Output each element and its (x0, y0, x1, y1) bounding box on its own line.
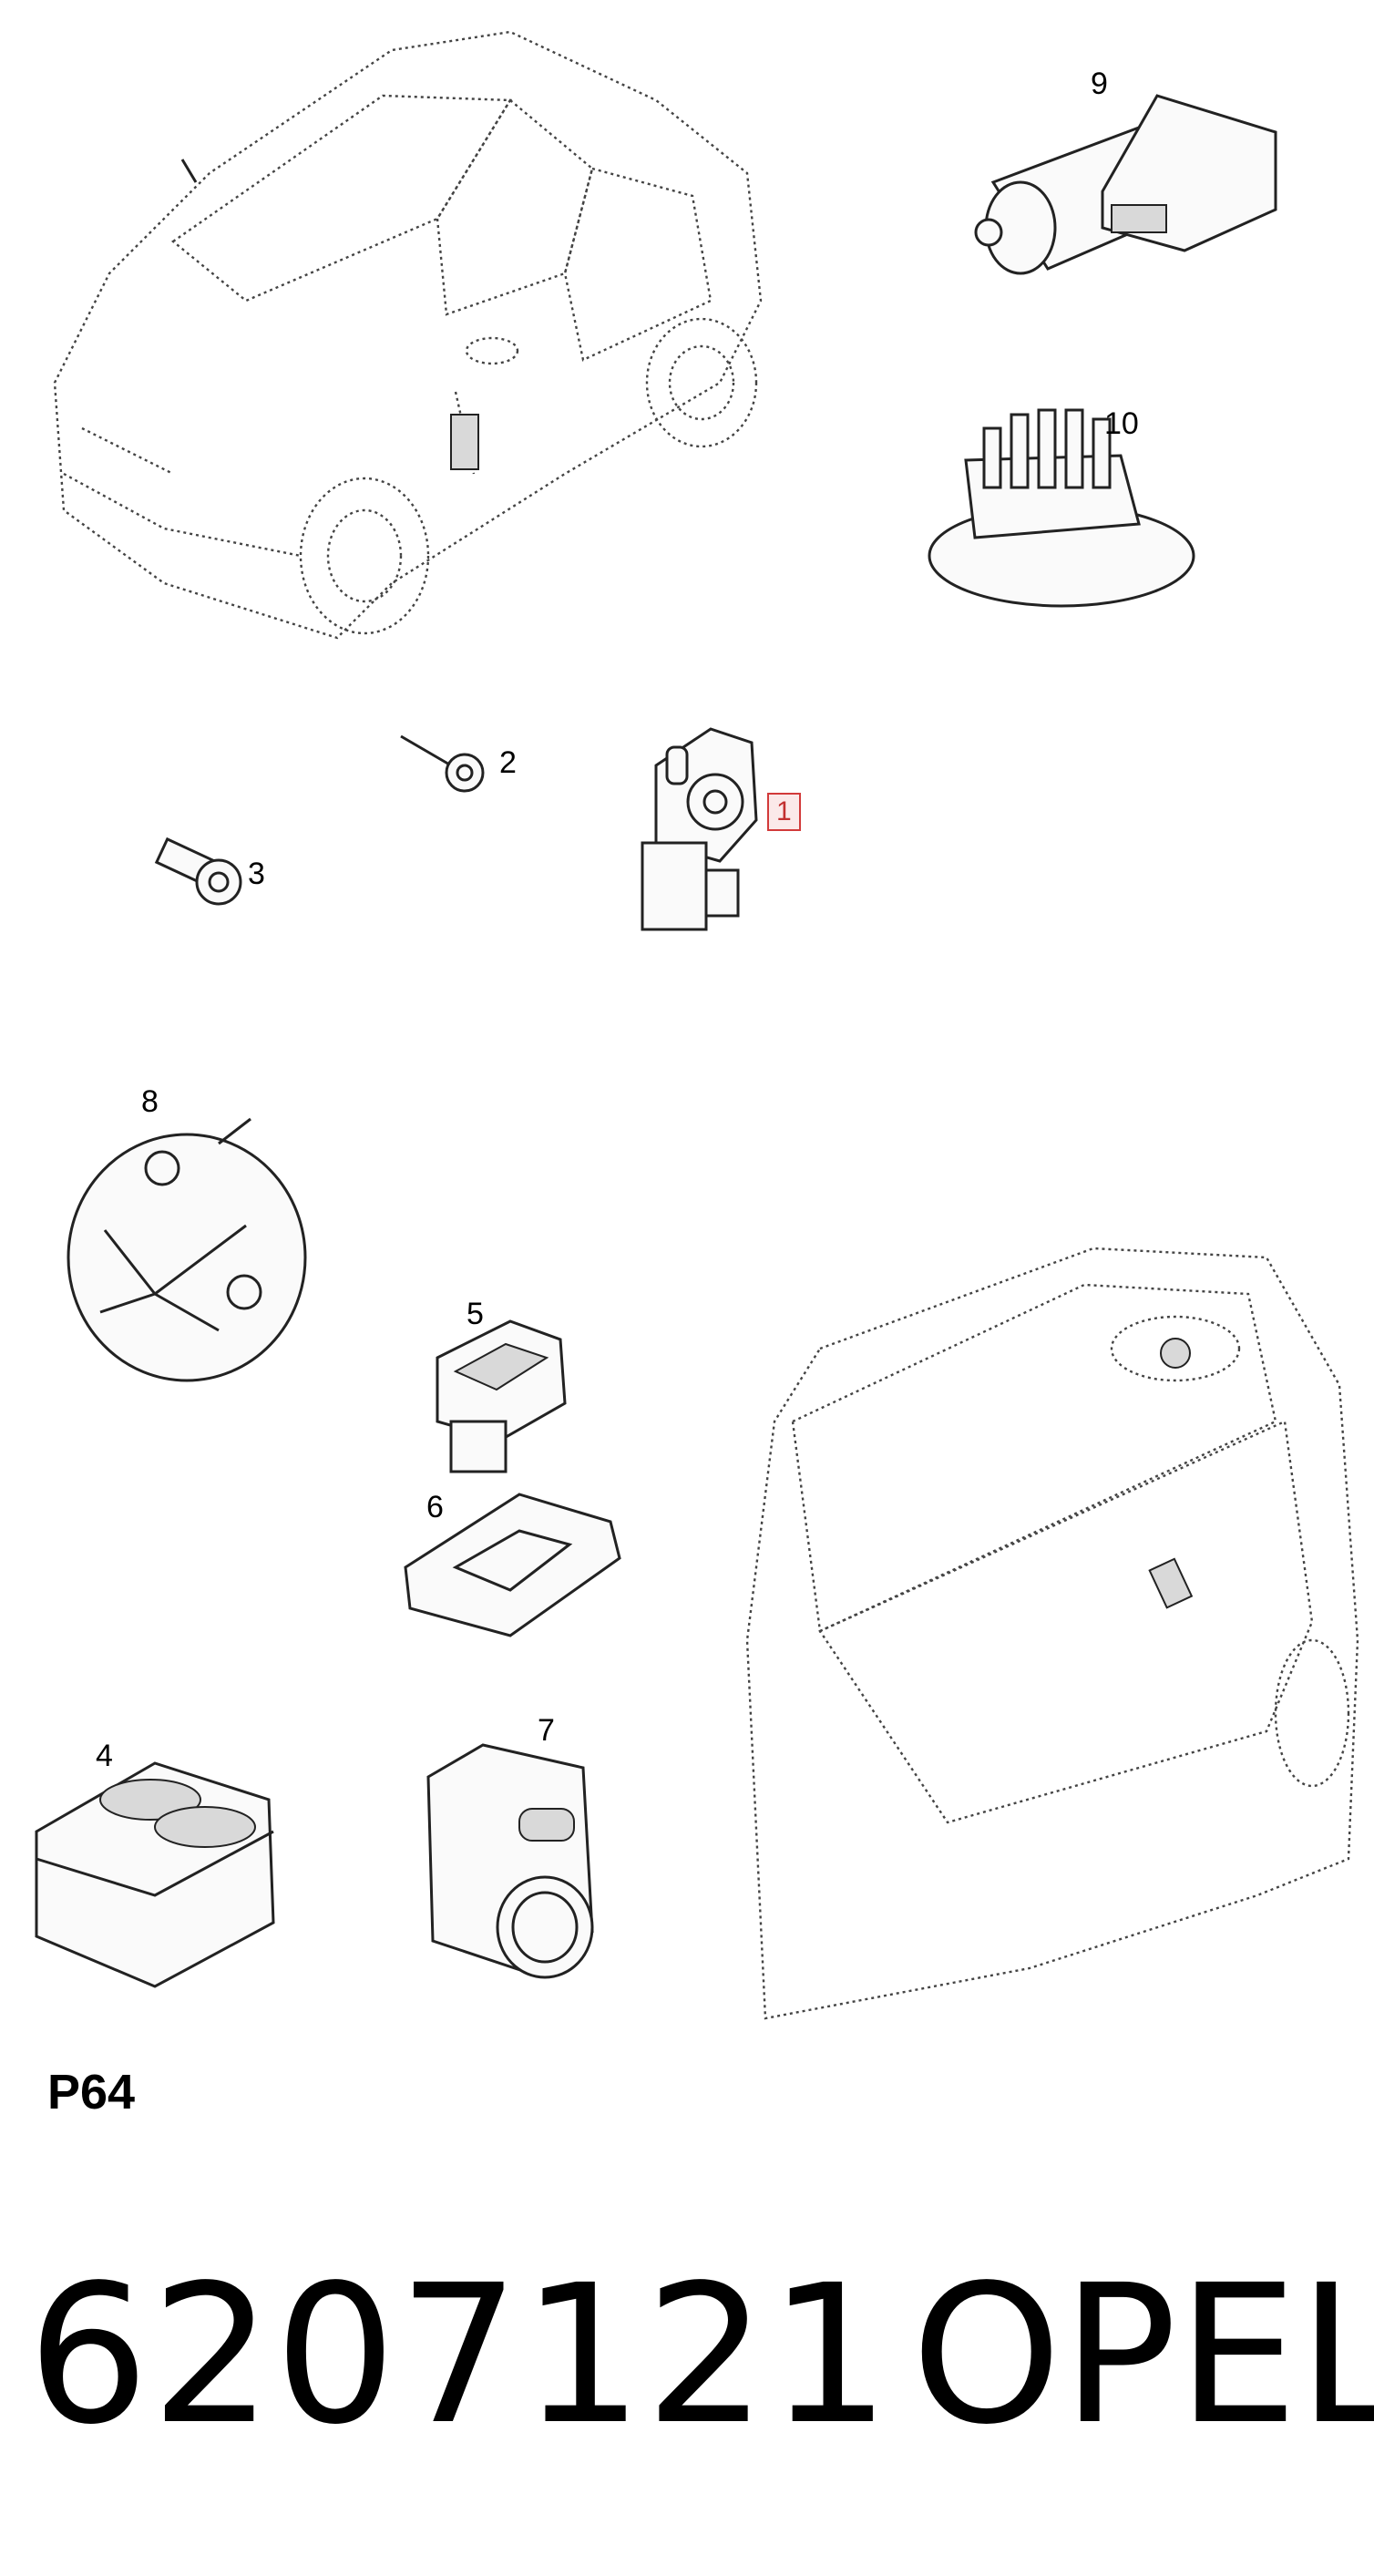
callout-7: 7 (538, 1713, 555, 1748)
part-10-switch (928, 408, 1195, 608)
part-1-window-motor (641, 727, 758, 931)
callout-10: 10 (1104, 406, 1139, 441)
callout-3: 3 (248, 857, 265, 891)
part-8-mirror-base (67, 1117, 307, 1382)
part-number: 6207121 (27, 2243, 893, 2467)
callout-2: 2 (499, 745, 517, 780)
callout-9: 9 (1091, 67, 1108, 101)
part-4-double-switch (35, 1761, 275, 1988)
part-7-mirror-switch (426, 1743, 594, 1979)
brand-name: OPEL (911, 2243, 1374, 2467)
car-illustration (53, 30, 763, 640)
callout-1: 1 (767, 793, 801, 831)
callout-5: 5 (467, 1297, 484, 1331)
part-2-screw (400, 734, 485, 793)
door-illustration (745, 1247, 1359, 2020)
sheet-code: P64 (47, 2065, 136, 2119)
callout-8: 8 (141, 1084, 159, 1119)
part-3-bolt (154, 836, 242, 906)
callout-4: 4 (96, 1739, 113, 1773)
part-5-rocker-switch (436, 1319, 567, 1473)
part-6-bezel (404, 1493, 621, 1637)
callout-6: 6 (426, 1490, 444, 1524)
part-9-motor (974, 94, 1277, 275)
